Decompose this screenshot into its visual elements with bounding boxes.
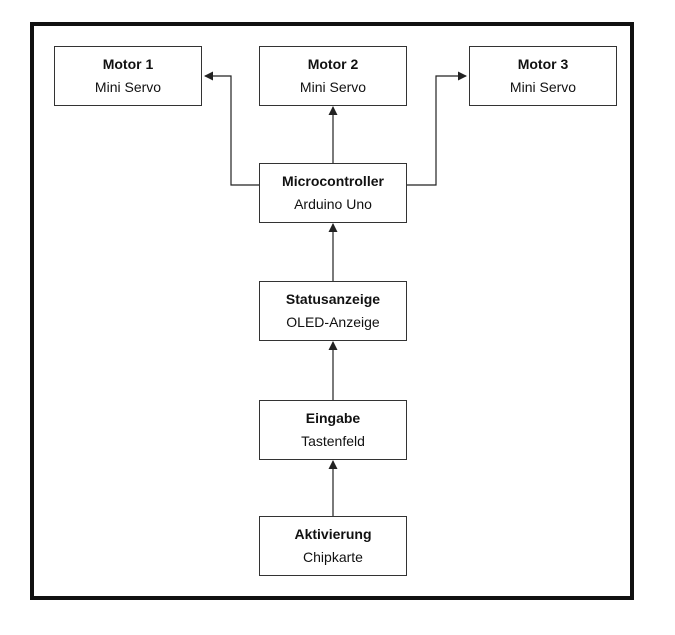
diagram-frame bbox=[30, 22, 634, 600]
node-microcontroller: Microcontroller Arduino Uno bbox=[259, 163, 407, 223]
node-title: Microcontroller bbox=[282, 173, 384, 189]
node-subtitle: Tastenfeld bbox=[301, 433, 365, 449]
node-subtitle: Mini Servo bbox=[299, 79, 367, 95]
arrow-microcontroller-to-motor1 bbox=[204, 71, 259, 186]
node-subtitle: Chipkarte bbox=[303, 549, 363, 565]
node-title: Eingabe bbox=[305, 410, 361, 426]
node-motor1: Motor 1 Mini Servo bbox=[54, 46, 202, 106]
node-subtitle: OLED-Anzeige bbox=[286, 314, 380, 330]
node-title: Motor 3 bbox=[517, 56, 569, 72]
node-motor3: Motor 3 Mini Servo bbox=[469, 46, 617, 106]
node-subtitle: Mini Servo bbox=[509, 79, 577, 95]
node-aktivierung: Aktivierung Chipkarte bbox=[259, 516, 407, 576]
node-eingabe: Eingabe Tastenfeld bbox=[259, 400, 407, 460]
node-title: Aktivierung bbox=[294, 526, 372, 542]
node-title: Statusanzeige bbox=[285, 291, 381, 307]
node-subtitle: Mini Servo bbox=[94, 79, 162, 95]
node-title: Motor 2 bbox=[307, 56, 359, 72]
arrow-microcontroller-to-motor3 bbox=[407, 71, 467, 186]
node-motor2: Motor 2 Mini Servo bbox=[259, 46, 407, 106]
node-statusanzeige: Statusanzeige OLED-Anzeige bbox=[259, 281, 407, 341]
node-title: Motor 1 bbox=[102, 56, 154, 72]
node-subtitle: Arduino Uno bbox=[294, 196, 372, 212]
